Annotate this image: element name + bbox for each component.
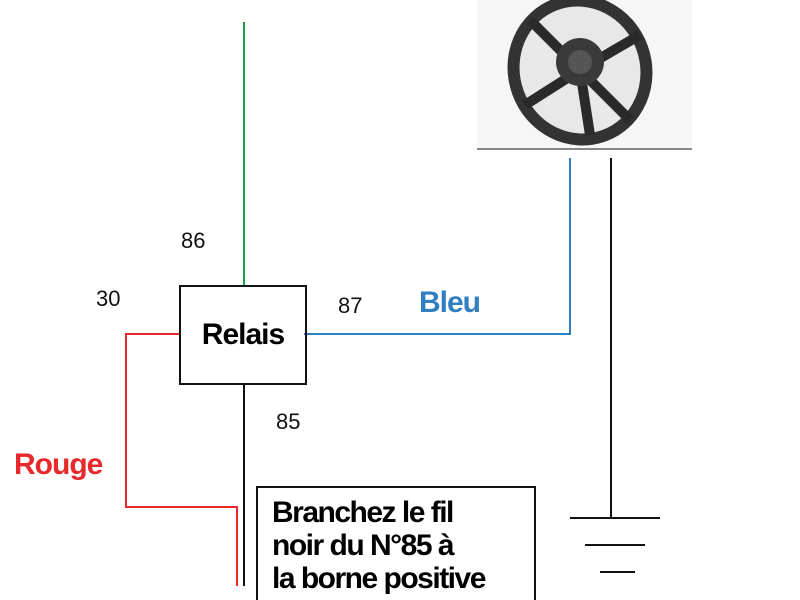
blue-wire-label: Bleu bbox=[419, 286, 481, 319]
pin-86-label: 86 bbox=[181, 228, 206, 253]
blue-wire-87 bbox=[304, 158, 571, 335]
relay-label: Relais bbox=[201, 318, 285, 351]
fan-icon bbox=[477, 0, 692, 150]
note-line: noir du N°85 à bbox=[272, 529, 455, 562]
ground-icon bbox=[570, 517, 660, 573]
red-wire-30 bbox=[125, 333, 238, 586]
red-wire-label: Rouge bbox=[14, 448, 103, 481]
note-line: la borne positive bbox=[272, 562, 486, 595]
relay-box: Relais bbox=[179, 285, 307, 385]
note-line: Branchez le fil bbox=[272, 496, 454, 529]
pin-85-label: 85 bbox=[276, 409, 301, 434]
instruction-note: Branchez le fil noir du N°85 à la borne … bbox=[256, 486, 536, 600]
pin-30-label: 30 bbox=[96, 286, 121, 311]
pin-87-label: 87 bbox=[338, 293, 363, 318]
